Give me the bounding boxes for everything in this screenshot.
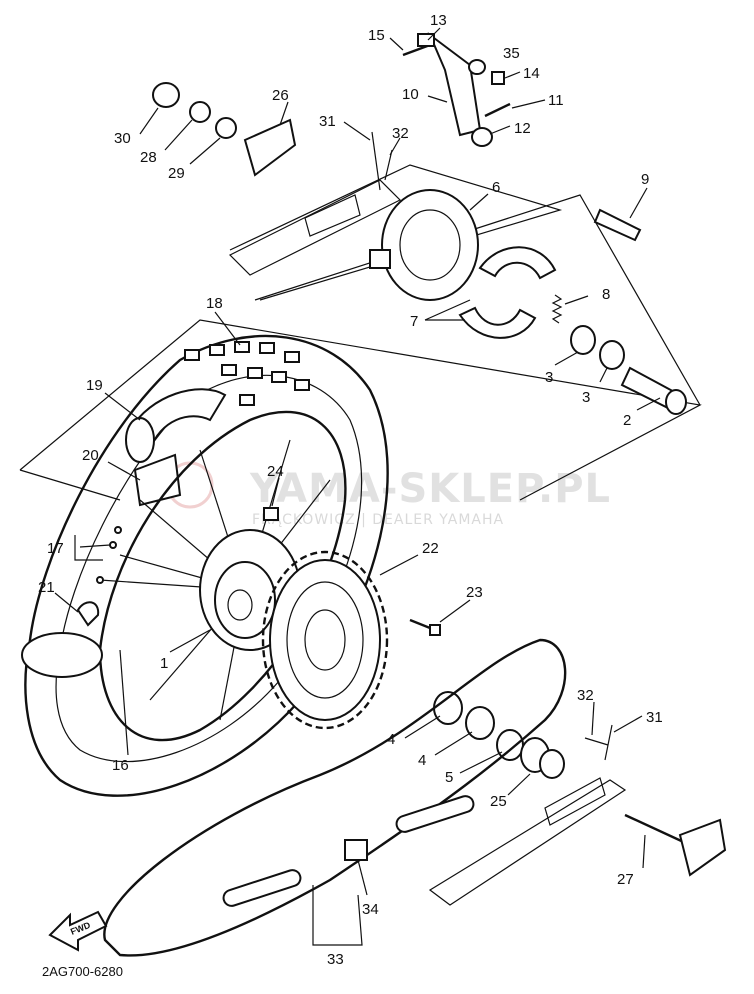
callout-6: 6 bbox=[492, 179, 500, 196]
callout-18: 18 bbox=[206, 295, 223, 312]
chain-puller-26 bbox=[243, 118, 297, 177]
callout-22: 22 bbox=[422, 540, 439, 557]
callout-11: 11 bbox=[548, 92, 564, 109]
axle-collar bbox=[620, 366, 687, 415]
rim-band-end bbox=[125, 417, 155, 463]
callout-27: 27 bbox=[617, 871, 634, 888]
callout-33: 33 bbox=[327, 951, 344, 968]
brake-spring bbox=[551, 294, 563, 324]
nut-30 bbox=[152, 82, 180, 108]
callout-26: 26 bbox=[272, 87, 289, 104]
valve-cap bbox=[76, 601, 100, 627]
callout-20: 20 bbox=[82, 447, 99, 464]
washer-28 bbox=[189, 101, 211, 123]
swingarm-upper bbox=[228, 179, 402, 276]
callout-28: 28 bbox=[140, 149, 157, 166]
callout-24: 24 bbox=[267, 463, 284, 480]
inner-tube bbox=[133, 453, 182, 507]
leader-lines bbox=[54, 27, 661, 946]
callout-9: 9 bbox=[641, 171, 649, 188]
callout-3a: 3 bbox=[545, 369, 553, 386]
callout-16: 16 bbox=[112, 757, 129, 774]
callout-21: 21 bbox=[38, 579, 55, 596]
callout-2: 2 bbox=[623, 412, 631, 429]
bolt-32-top bbox=[384, 149, 393, 181]
brake-shoes bbox=[458, 246, 557, 339]
callout-13: 13 bbox=[430, 12, 447, 29]
callout-3b: 3 bbox=[582, 389, 590, 406]
callout-23: 23 bbox=[466, 584, 483, 601]
callout-8: 8 bbox=[602, 286, 610, 303]
nut-14 bbox=[491, 71, 505, 85]
callout-34: 34 bbox=[362, 901, 379, 918]
rear-axle-27 bbox=[624, 813, 727, 877]
master-link-34 bbox=[344, 839, 368, 861]
swingarm-lower bbox=[428, 777, 627, 906]
callout-30: 30 bbox=[114, 130, 131, 147]
cotter-pin-31-bottom bbox=[604, 724, 613, 761]
bolt-32-bottom bbox=[584, 737, 609, 746]
callout-35: 35 bbox=[503, 45, 520, 62]
bolt-11 bbox=[484, 102, 511, 118]
bearing-3b bbox=[599, 340, 625, 370]
callout-25: 25 bbox=[490, 793, 507, 810]
callout-32-bottom: 32 bbox=[577, 687, 594, 704]
bearing-3a bbox=[570, 325, 596, 355]
callout-labels: 1 2 3 3 4 4 5 6 7 8 9 10 11 12 13 14 15 … bbox=[38, 12, 663, 968]
wheel-rim bbox=[98, 410, 347, 742]
callout-14: 14 bbox=[523, 65, 540, 82]
callout-31-top: 31 bbox=[319, 113, 336, 130]
collar-25 bbox=[520, 737, 565, 779]
callout-5: 5 bbox=[445, 769, 453, 786]
callout-17: 17 bbox=[47, 540, 64, 557]
rim-edge bbox=[21, 632, 103, 678]
brake-arm bbox=[427, 31, 482, 137]
rear-sprocket bbox=[261, 550, 389, 730]
brake-shoe-plate bbox=[369, 189, 479, 301]
drive-chain bbox=[103, 638, 567, 957]
watermark-sub: FRĄCKOWICZ | DEALER YAMAHA bbox=[252, 512, 504, 528]
chain-links bbox=[222, 795, 475, 907]
callout-7: 7 bbox=[410, 313, 418, 330]
cotter-pin-31-top bbox=[371, 131, 381, 191]
tyre-tread bbox=[184, 341, 310, 406]
callout-32-top: 32 bbox=[392, 125, 409, 142]
callout-1: 1 bbox=[160, 655, 168, 672]
nut-35 bbox=[468, 59, 486, 75]
nut-12 bbox=[471, 127, 493, 147]
callout-29: 29 bbox=[168, 165, 185, 182]
diagram-code: 2AG700-6280 bbox=[42, 964, 123, 979]
washer-29 bbox=[215, 117, 237, 139]
callout-19: 19 bbox=[86, 377, 103, 394]
bearing-4b bbox=[465, 706, 495, 740]
callout-15: 15 bbox=[368, 27, 385, 44]
nut bbox=[263, 507, 279, 521]
sprocket-bolt bbox=[409, 618, 441, 636]
fwd-arrow: FWD bbox=[48, 910, 108, 952]
pin-13 bbox=[417, 33, 435, 47]
callout-31-bottom: 31 bbox=[646, 709, 663, 726]
watermark-main: YAMA-SKLEP.PL bbox=[249, 466, 611, 512]
watermark: YAMA-SKLEP.PL FRĄCKOWICZ | DEALER YAMAHA bbox=[166, 461, 611, 528]
callout-4a: 4 bbox=[387, 731, 395, 748]
callout-4b: 4 bbox=[418, 752, 426, 769]
oil-seal-5 bbox=[496, 729, 524, 761]
callout-10: 10 bbox=[402, 86, 419, 103]
callout-12: 12 bbox=[514, 120, 531, 137]
brake-cam bbox=[593, 208, 642, 242]
